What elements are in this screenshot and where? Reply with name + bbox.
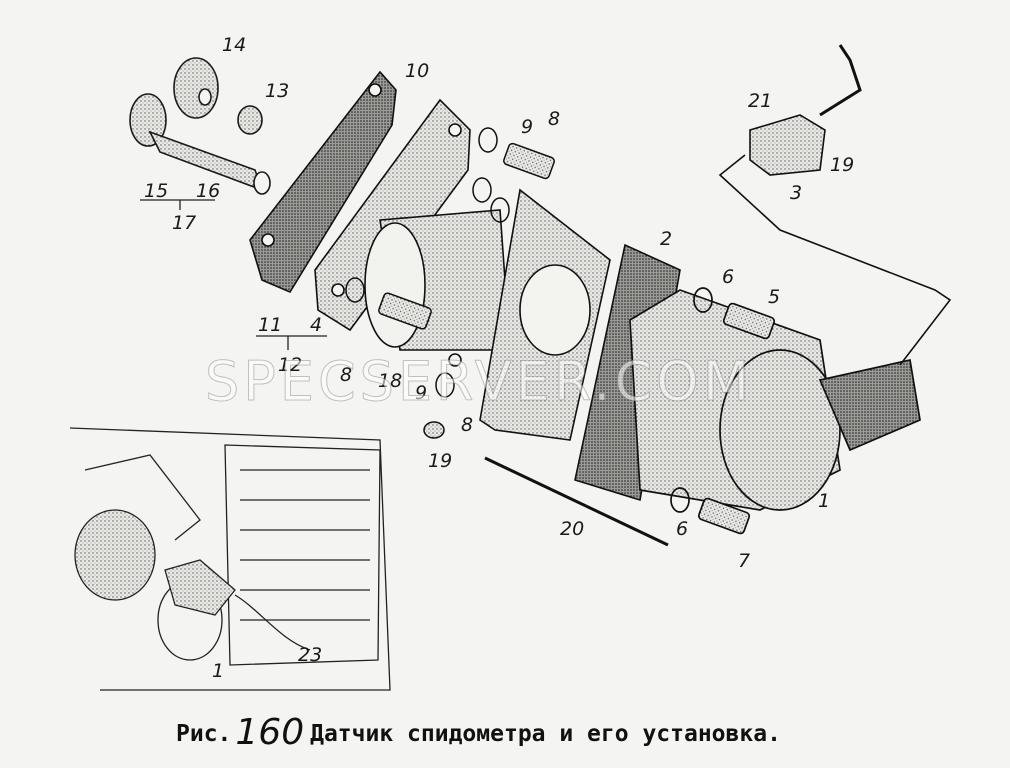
callout-16: 16 [196,180,221,202]
watermark: SPECSERVER.COM [204,350,754,414]
flange-plate-2 [479,188,681,502]
caption-prefix: Рис. [176,721,232,747]
inset-installation-view [69,427,391,691]
drive-gear-assembly [129,57,271,195]
gear-14 [173,57,219,119]
callout-3: 3 [790,182,803,204]
speedometer-sensor-body [629,287,921,535]
callout-11: 11 [258,314,283,336]
bushing-13 [237,105,263,135]
caption-text: Датчик спидометра и его установка. [310,721,781,747]
callout-13: 13 [265,80,290,102]
callout-19: 19 [428,450,453,472]
gear-15 [129,93,167,147]
callout-14: 14 [222,34,247,56]
callout-8: 8 [340,364,353,386]
callout-20: 20 [560,518,585,540]
cable-and-connector [718,44,952,366]
callout-5: 5 [768,286,781,308]
plug-19 [423,421,445,439]
callout-7: 7 [738,550,751,572]
callout-19: 19 [830,154,855,176]
callout-15: 15 [144,180,169,202]
callout-12: 12 [278,354,303,376]
callout-4: 4 [310,314,323,336]
gasket-10 [249,70,397,294]
callout-23: 23 [298,644,323,666]
callout-2: 2 [660,228,673,250]
callout-6: 6 [676,518,689,540]
caption-number: 160 [235,712,305,753]
rod-20 [484,456,669,547]
callout-1: 1 [212,660,225,682]
callout-9: 9 [415,382,428,404]
callout-8: 8 [548,108,561,130]
callout-1: 1 [818,490,831,512]
callout-18: 18 [378,370,403,392]
callout-6: 6 [722,266,735,288]
callout-21: 21 [748,90,773,112]
callout-17: 17 [172,212,197,234]
callout-brackets [140,199,327,350]
callout-8: 8 [461,414,474,436]
callout-9: 9 [521,116,534,138]
fasteners [345,127,555,439]
callout-10: 10 [405,60,430,82]
